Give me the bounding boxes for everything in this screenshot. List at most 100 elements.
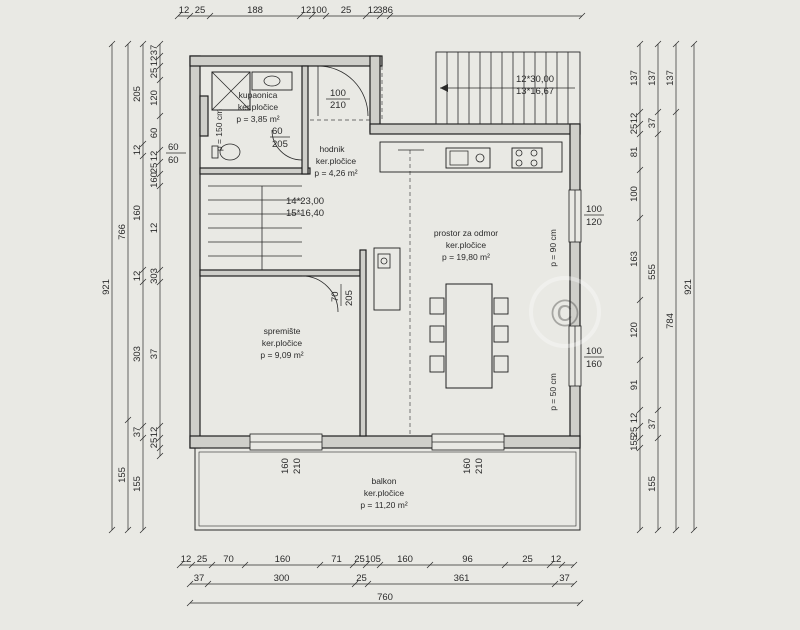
- door-swings: [271, 65, 369, 313]
- door-store-height: 205: [344, 290, 355, 306]
- bathroom-name: kupaonica: [239, 90, 278, 100]
- door-bath-height: 205: [272, 139, 288, 150]
- watermark-glyph: ©: [551, 293, 579, 335]
- dims_left_1-tick: [156, 444, 164, 452]
- dims_top-tick: [186, 12, 194, 20]
- dims_left_1-tick: [156, 76, 164, 84]
- storage-floor: ker.pločice: [262, 338, 302, 348]
- dims_right_1-tick: [636, 356, 644, 364]
- dims_bottom_1-label: 160: [397, 554, 413, 565]
- dims_left_3-tick: [124, 526, 132, 534]
- door-bal2-height: 210: [474, 458, 485, 474]
- dims_bottom_2-tick: [570, 580, 578, 588]
- dims_bottom_1-tick: [349, 561, 357, 569]
- dims_right_1-label: 25: [629, 427, 640, 438]
- dims_right_2-tick: [654, 526, 662, 534]
- dims_right_1-tick: [636, 434, 644, 442]
- dims_left_2-tick: [139, 526, 147, 534]
- dims_left_1-label: 12: [149, 223, 160, 234]
- door-bal2-width: 160: [462, 458, 473, 474]
- dims_left_2-tick: [139, 422, 147, 430]
- dims_left_1-label: 12: [149, 427, 160, 438]
- dims_bottom_1-label: 160: [275, 554, 291, 565]
- dims_right_2-label: 37: [647, 118, 658, 129]
- win-bath-height: 60: [168, 155, 179, 166]
- dims_top-label: 25: [195, 5, 206, 16]
- dims_bottom_3-tick: [576, 599, 584, 607]
- dims_right_1-tick: [636, 120, 644, 128]
- dims_bottom_1-tick: [570, 561, 578, 569]
- kitchen-counter: [379, 141, 563, 173]
- dims_right_1-tick: [636, 526, 644, 534]
- dims_bottom_1-tick: [558, 561, 566, 569]
- dims_right_1-tick: [636, 422, 644, 430]
- dims_top-label: 100: [311, 5, 327, 16]
- bathroom-area: p = 3,85 m²: [236, 114, 279, 124]
- dims_left_3-label: 155: [117, 467, 128, 483]
- dims_top-tick: [578, 12, 586, 20]
- door-bath-width: 60: [272, 126, 283, 137]
- dims_bottom_1-tick: [208, 561, 216, 569]
- window-sill-upper: p = 90 cm: [548, 229, 558, 267]
- dims_right_1-label: 155: [629, 435, 640, 451]
- bathroom-fixtures: [211, 71, 293, 161]
- dims_top-tick: [322, 12, 330, 20]
- dims_top-label: 386: [377, 5, 393, 16]
- bath-sill-note: p = 150 cm: [214, 109, 224, 151]
- dims_bottom_2-tick: [551, 580, 559, 588]
- dims_top-tick: [386, 12, 394, 20]
- door-store-width: 70: [330, 291, 341, 302]
- annotations: p = 150 cm p = 90 cm p = 50 cm 12*30,00 …: [214, 74, 558, 411]
- dims_left_4-label: 921: [101, 279, 112, 295]
- dims_left_1-tick: [156, 452, 164, 460]
- dims_bottom_1-label: 12: [551, 554, 562, 565]
- interior-walls: [199, 65, 367, 437]
- dims_left_1-label: 12: [149, 56, 160, 67]
- dims_left_1-label: 25: [149, 163, 160, 174]
- dims_left_2-label: 155: [132, 476, 143, 492]
- dims_bottom_1-label: 25: [354, 554, 365, 565]
- dims_bottom_2-label: 37: [559, 573, 570, 584]
- dims_left_4-tick: [108, 526, 116, 534]
- dims_bottom_1-label: 12: [181, 554, 192, 565]
- dims_left_1-label: 25: [149, 438, 160, 449]
- dims_right_4-tick: [690, 526, 698, 534]
- dims_right_2-label: 555: [647, 264, 658, 280]
- dims_right_1-tick: [636, 166, 644, 174]
- dims_left_1-tick: [156, 170, 164, 178]
- dims_right_1-label: 12: [629, 113, 640, 124]
- dims_right_2-label: 37: [647, 419, 658, 430]
- dims_top-label: 12: [301, 5, 312, 16]
- dims_left_1-label: 303: [149, 268, 160, 284]
- dims_right_1-tick: [636, 406, 644, 414]
- dims_left_2-tick: [139, 140, 147, 148]
- opening-labels: 100 210 60 205 60 60 70 205 100 120 100 …: [166, 88, 604, 474]
- dims_left_2-label: 12: [132, 145, 143, 156]
- dims_bottom_2-tick: [364, 580, 372, 588]
- dims_right_1-tick: [636, 130, 644, 138]
- win-liv1-width: 100: [586, 204, 602, 215]
- dims_left_1-label: 160: [149, 172, 160, 188]
- dims_left_1-tick: [156, 434, 164, 442]
- win-bath-width: 60: [168, 142, 179, 153]
- dims_right_2-label: 137: [647, 70, 658, 86]
- stair-upper-b: 13*16,67: [516, 86, 554, 97]
- door-top-height: 210: [330, 100, 346, 111]
- living-name: prostor za odmor: [434, 228, 498, 238]
- dims_right_1-label: 163: [629, 251, 640, 267]
- dims_left_2-label: 37: [132, 427, 143, 438]
- dims_left_2-label: 160: [132, 205, 143, 221]
- living-floor: ker.pločice: [446, 240, 486, 250]
- dims_top-tick: [376, 12, 384, 20]
- dims_top-tick: [174, 12, 182, 20]
- dims_bottom_1-tick: [362, 561, 370, 569]
- dims_left_3-label: 766: [117, 224, 128, 240]
- dims_bottom_3-label: 760: [377, 592, 393, 603]
- balcony-name: balkon: [371, 476, 396, 486]
- dims_top-tick: [296, 12, 304, 20]
- dims_top-tick: [206, 12, 214, 20]
- dims_bottom_3-tick: [186, 599, 194, 607]
- balcony-doors: [249, 433, 505, 451]
- dims_left_1-tick: [156, 40, 164, 48]
- window-sill-lower: p = 50 cm: [548, 373, 558, 411]
